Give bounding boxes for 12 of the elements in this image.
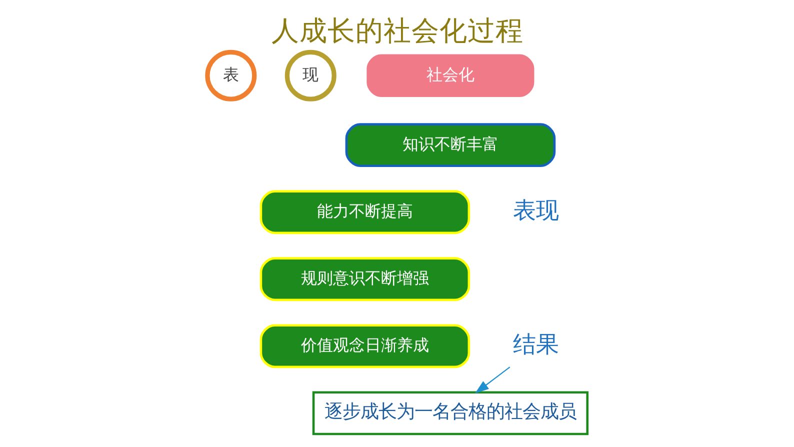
arrow	[474, 366, 510, 394]
node-box: 规则意识不断增强	[259, 257, 470, 302]
diagram-title: 人成长的社会化过程	[270, 14, 523, 47]
node-box: 知识不断丰富	[344, 123, 556, 168]
node-box: 逐步成长为一名合格的社会成员	[312, 391, 588, 436]
node-box: 社会化	[366, 54, 534, 97]
node-box: 能力不断提高	[259, 190, 470, 234]
node-circle: 现	[284, 50, 336, 102]
node-circle: 表	[204, 50, 256, 102]
node-text: 结果	[512, 332, 558, 358]
node-box: 价值观念日渐养成	[259, 324, 470, 368]
label: 表现	[512, 198, 558, 224]
